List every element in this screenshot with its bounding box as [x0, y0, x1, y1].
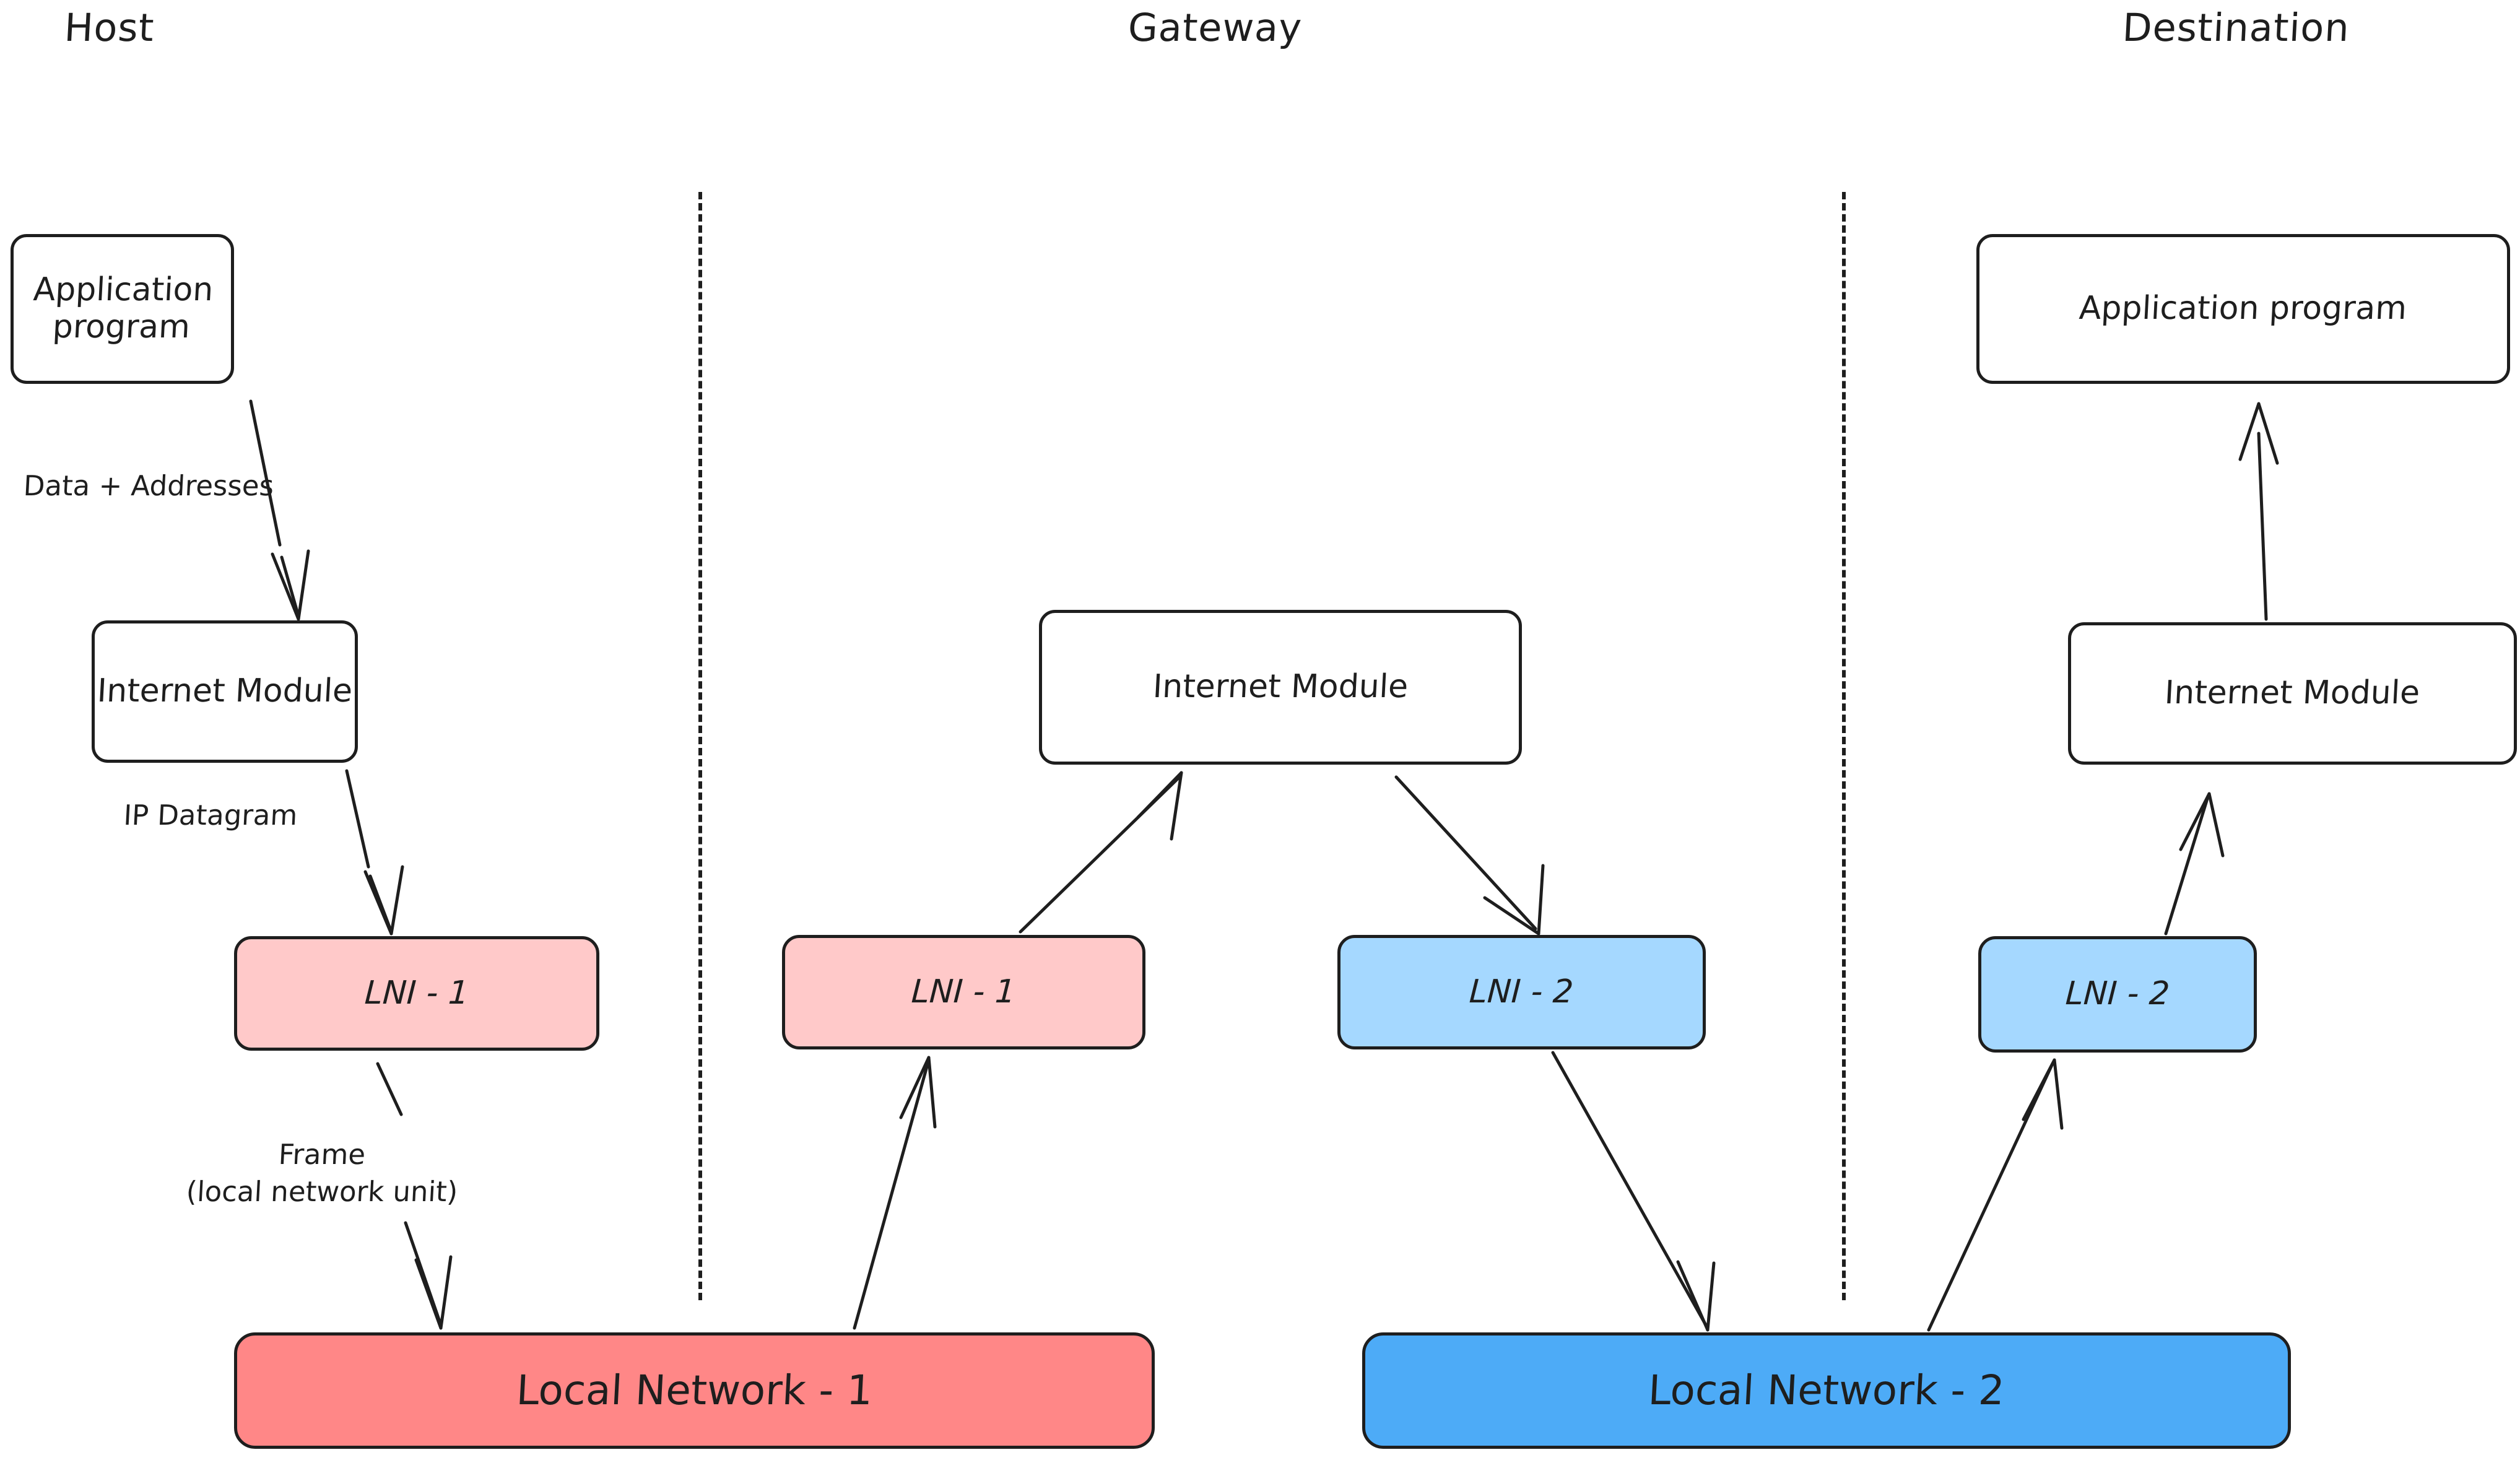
- local-network-1-box[interactable]: Local Network - 1: [234, 1332, 1155, 1449]
- label-data-addresses: Data + Addresses: [22, 469, 275, 502]
- gateway-lni-1-label: LNI - 1: [910, 973, 1017, 1010]
- local-network-2-box[interactable]: Local Network - 2: [1362, 1332, 2291, 1449]
- arrow-host-internet-module-to-lni1: [345, 769, 404, 936]
- destination-application-program-box[interactable]: Application program: [1976, 234, 2510, 384]
- destination-internet-module-label: Internet Module: [2163, 674, 2422, 712]
- divider-host-gateway: [698, 192, 702, 1300]
- label-ip-datagram: IP Datagram: [123, 799, 298, 832]
- host-lni-1-label: LNI - 1: [363, 974, 470, 1012]
- host-application-program-box[interactable]: Application program: [11, 234, 234, 384]
- column-title-destination: Destination: [2121, 5, 2351, 50]
- arrow-destination-lni2-to-internet-module: [2164, 792, 2225, 936]
- host-lni-1-box[interactable]: LNI - 1: [234, 936, 599, 1051]
- host-internet-module-box[interactable]: Internet Module: [92, 620, 358, 763]
- arrow-network2-to-destination-lni2: [1927, 1058, 2064, 1332]
- arrow-gateway-lni2-to-network2: [1551, 1051, 1716, 1332]
- destination-lni-2-box[interactable]: LNI - 2: [1978, 936, 2257, 1053]
- arrow-gateway-lni1-to-internet-module: [1019, 771, 1183, 934]
- host-internet-module-label: Internet Module: [96, 672, 354, 710]
- divider-gateway-destination: [1842, 192, 1846, 1300]
- local-network-1-label: Local Network - 1: [515, 1366, 874, 1415]
- column-title-gateway: Gateway: [1127, 5, 1303, 50]
- arrow-host-app-to-internet-module: [249, 399, 310, 621]
- gateway-lni-2-label: LNI - 2: [1468, 973, 1575, 1010]
- local-network-2-label: Local Network - 2: [1647, 1366, 2006, 1415]
- gateway-internet-module-box[interactable]: Internet Module: [1039, 610, 1522, 765]
- label-frame-line1: Frame: [277, 1138, 367, 1171]
- gateway-lni-2-box[interactable]: LNI - 2: [1337, 935, 1706, 1049]
- destination-internet-module-box[interactable]: Internet Module: [2068, 622, 2517, 765]
- arrow-network1-to-gateway-lni1: [853, 1056, 937, 1330]
- destination-application-program-label: Application program: [2078, 290, 2409, 328]
- gateway-internet-module-label: Internet Module: [1152, 668, 1409, 706]
- column-title-host: Host: [63, 5, 156, 50]
- arrow-gateway-internet-module-to-lni2: [1394, 775, 1545, 936]
- host-application-program-label: Application program: [32, 271, 214, 345]
- destination-lni-2-label: LNI - 2: [2064, 975, 2171, 1013]
- gateway-lni-1-box[interactable]: LNI - 1: [782, 935, 1145, 1049]
- label-frame-line2: (local network unit): [185, 1175, 459, 1208]
- arrow-destination-internet-module-to-app: [2238, 402, 2279, 621]
